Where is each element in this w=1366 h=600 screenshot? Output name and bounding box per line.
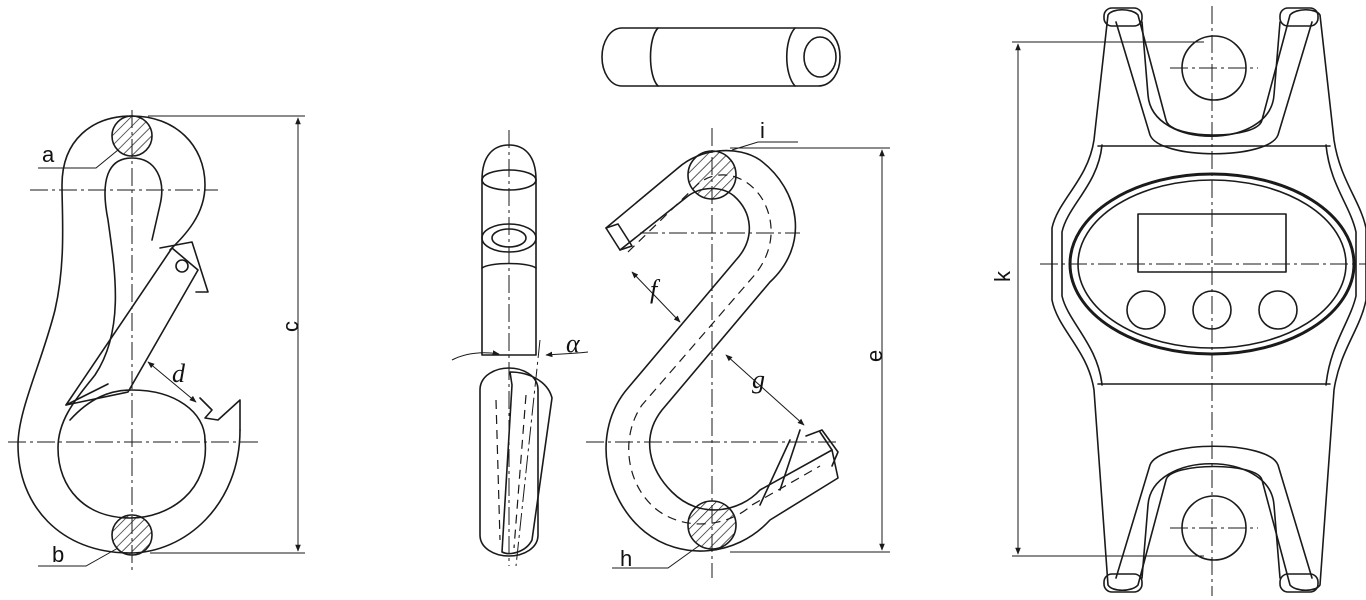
label-d: d: [172, 359, 186, 388]
label-b: b: [52, 542, 64, 567]
s-hook-lower-end: [805, 429, 839, 467]
snap-hook-bottom-eye: [69, 389, 206, 441]
label-alpha: α: [566, 329, 581, 358]
scale-button-left: [1126, 290, 1166, 330]
leader-b: [38, 547, 119, 567]
side-view-band: [481, 262, 537, 269]
label-k: k: [990, 270, 1015, 282]
s-hook-lower-facets: [759, 429, 801, 506]
alpha-arc-right: [545, 351, 589, 358]
side-view-tilt-axis: [515, 339, 541, 567]
crane-scale-view: [1012, 6, 1366, 596]
side-view-tilted-part: [501, 371, 553, 555]
scale-tip-br: [1279, 573, 1319, 593]
label-f: f: [650, 275, 661, 304]
snap-hook-latch-tip: [65, 383, 109, 406]
scale-button-right: [1258, 290, 1298, 330]
dim-f-line: [631, 271, 681, 323]
side-view-hidden-2: [513, 394, 527, 549]
label-i: i: [760, 118, 765, 143]
scale-upper-lug: [1141, 21, 1281, 138]
scale-outer-outline: [1051, 8, 1366, 592]
snap-hook-pivot: [175, 259, 189, 273]
scale-lower-lug: [1141, 462, 1281, 579]
label-h: h: [620, 546, 632, 571]
scale-inner-outline: [1061, 21, 1357, 579]
label-e: e: [862, 350, 887, 362]
s-hook-upper-end: [605, 223, 633, 251]
leader-i: [731, 141, 798, 151]
snap-hook-nose: [199, 397, 241, 431]
s-hook-front-view: [586, 128, 890, 578]
scale-tip-bl: [1103, 573, 1143, 593]
pin-top-view: [601, 27, 841, 87]
snap-hook-view: [8, 110, 305, 570]
label-c: c: [278, 321, 303, 332]
scale-tip-tl: [1103, 7, 1143, 27]
dim-d-line: [147, 361, 197, 403]
dim-g-line: [725, 354, 805, 426]
s-hook-side-view: [451, 130, 589, 567]
pin-edge-right: [786, 27, 796, 87]
s-hook-outer-outline-2: [605, 187, 839, 552]
side-view-lower-body: [479, 367, 539, 557]
snap-hook-outer-outline: [17, 115, 241, 554]
snap-hook-latch: [65, 247, 199, 406]
scale-tip-tr: [1279, 7, 1319, 27]
label-a: a: [42, 142, 55, 167]
pin-body: [601, 27, 841, 87]
pin-edge-left: [649, 27, 659, 87]
snap-hook-latch-bracket: [159, 241, 209, 293]
side-view-hidden-1: [495, 399, 501, 541]
s-hook-hidden-path: [627, 174, 821, 525]
pin-end-face: [803, 36, 837, 78]
leader-a: [38, 149, 119, 169]
s-hook-outer-outline: [605, 149, 833, 511]
label-g: g: [752, 365, 765, 394]
alpha-arc-left: [451, 350, 500, 361]
leader-h: [612, 544, 701, 569]
